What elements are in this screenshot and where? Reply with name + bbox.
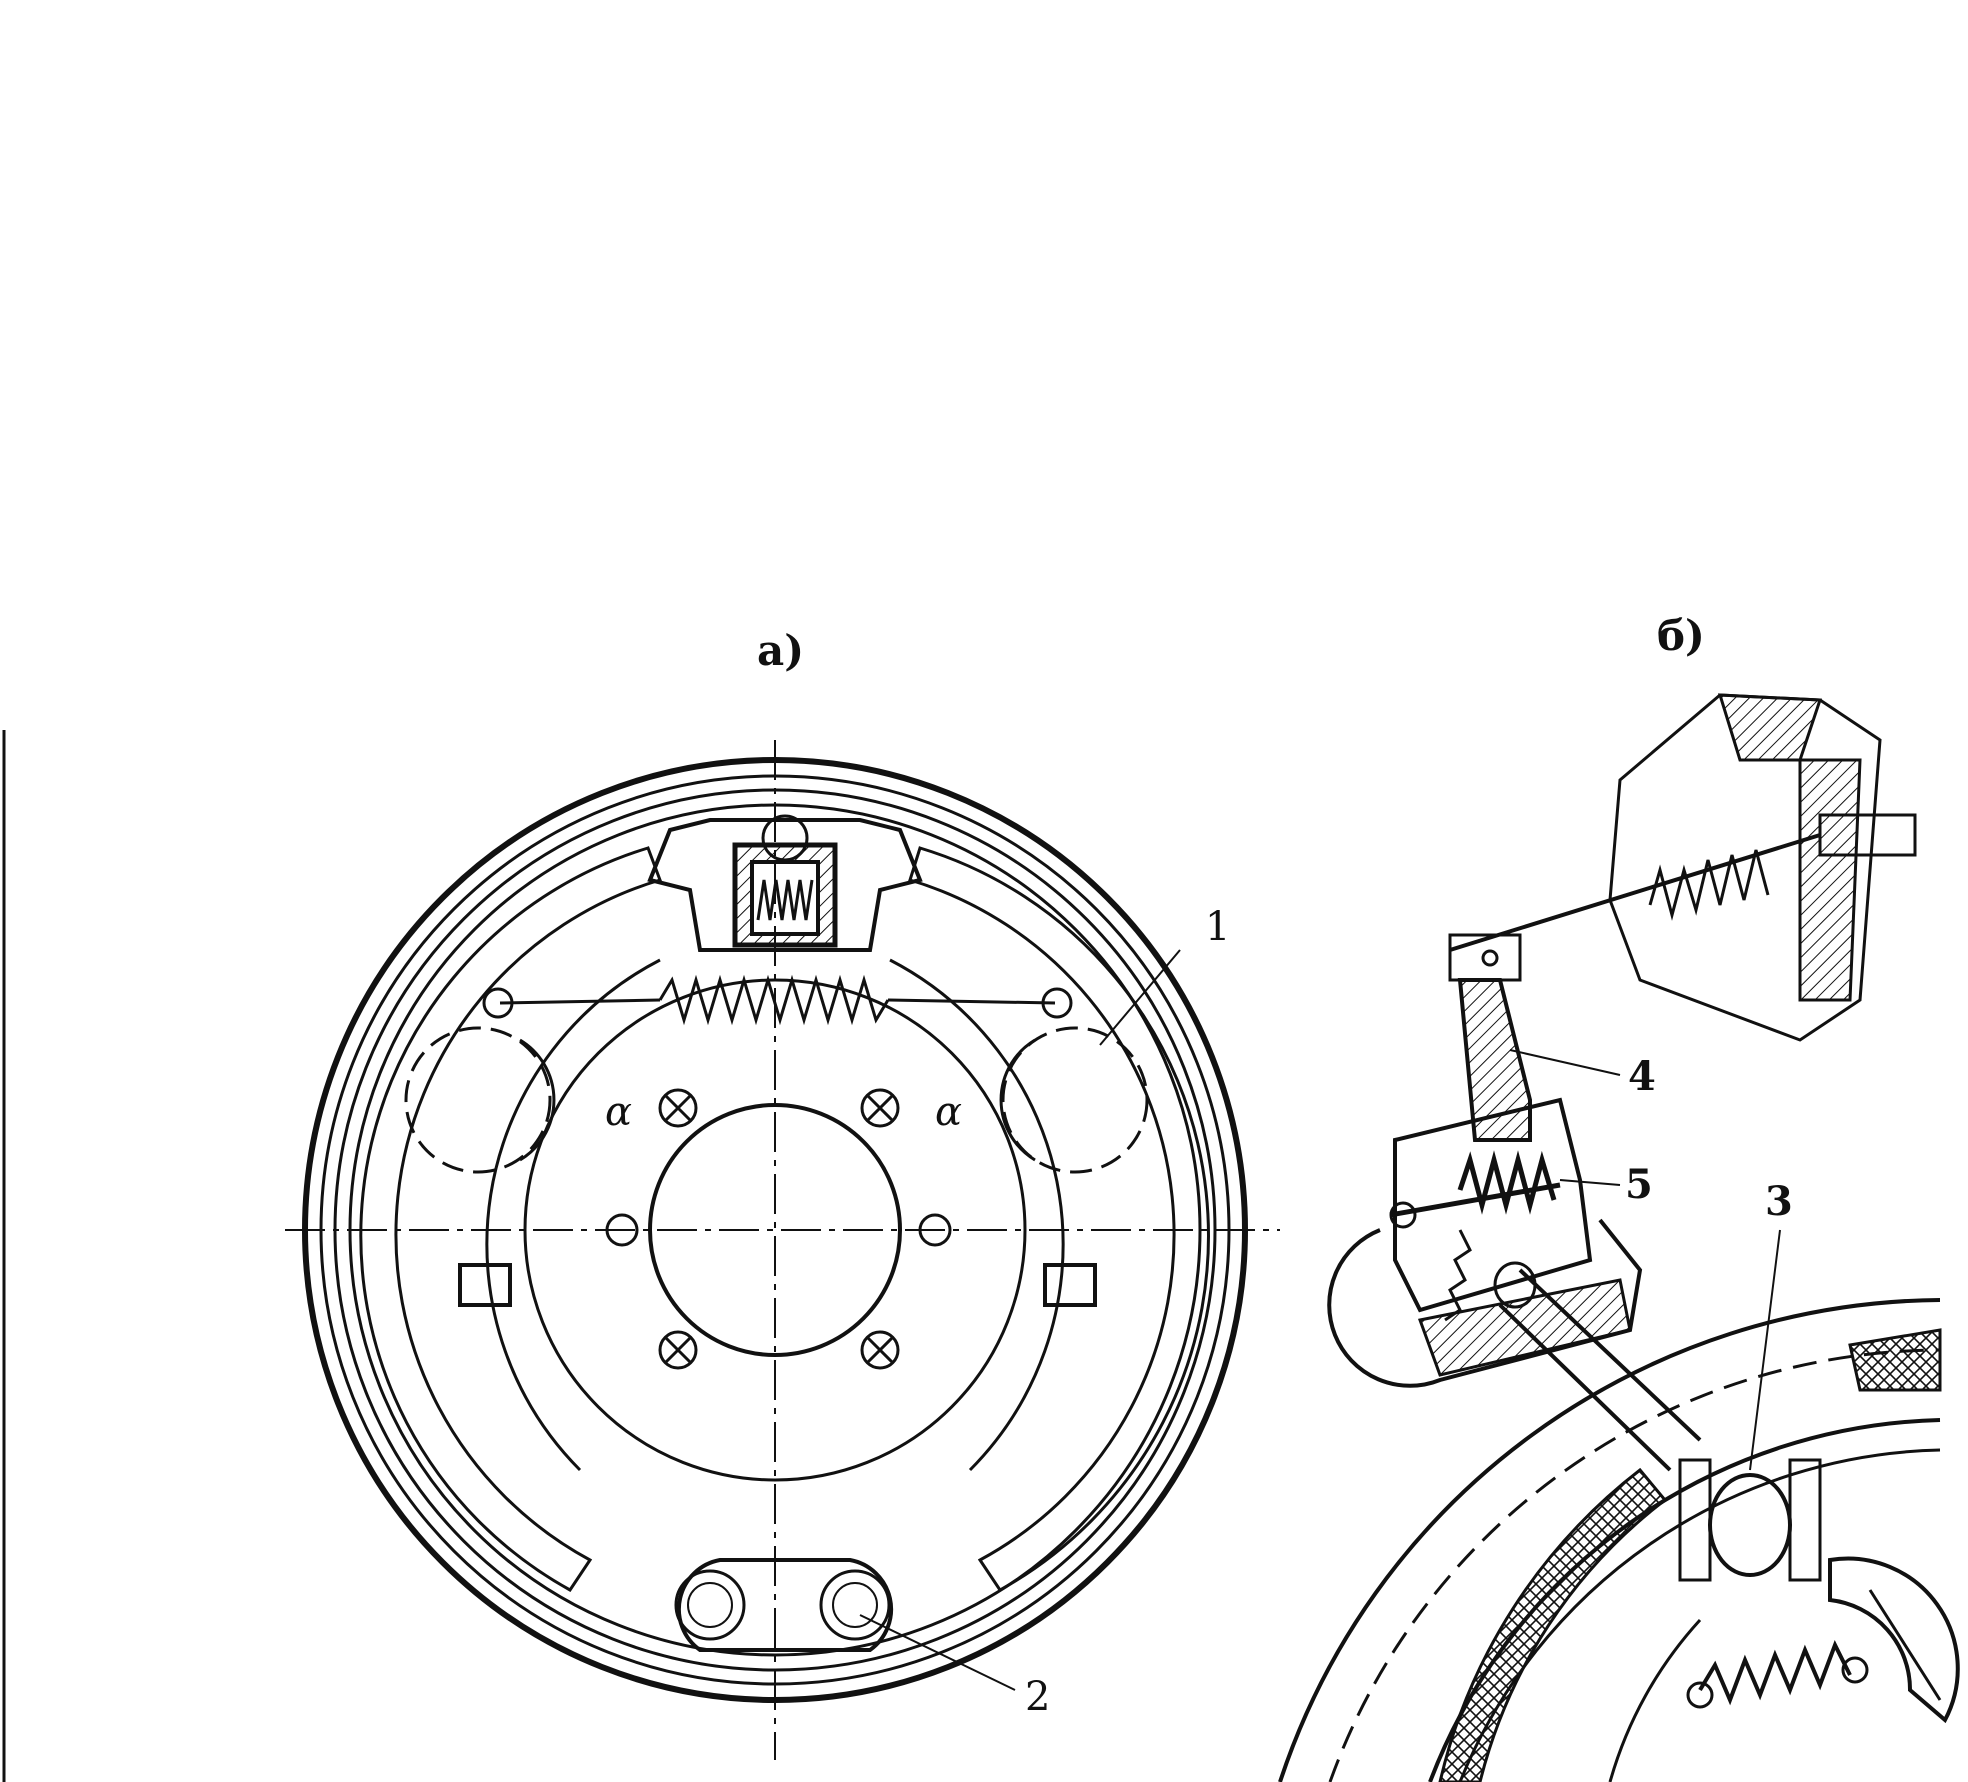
left-brake-shoe [359, 846, 662, 1592]
callout-line-1 [1099, 949, 1181, 1046]
callout-1: 1 [1205, 904, 1230, 950]
cable-rod [1449, 833, 1821, 952]
parking-lever [1457, 978, 1532, 1142]
brake-lining [1438, 1467, 1668, 1782]
adjuster-shaft [1389, 1182, 1561, 1218]
lower-return-spring [1698, 1640, 1852, 1706]
callout-line-5 [1559, 1179, 1621, 1186]
lining-top-segment [1848, 1328, 1942, 1392]
ratchet-housing [1393, 1097, 1593, 1313]
hub-bore [648, 1103, 902, 1357]
left-adjuster-cam [519, 1038, 556, 1162]
spring-pin-right [1041, 987, 1073, 1019]
callout-2: 2 [1025, 1674, 1050, 1720]
left-eccentric-adjuster [404, 1026, 552, 1174]
shaft-end [1493, 1261, 1537, 1309]
callout-line-2 [859, 1614, 1016, 1691]
right-brake-shoe [908, 846, 1210, 1592]
lever-clevis [1448, 933, 1522, 982]
lower-spring-eye-right [1841, 1656, 1869, 1684]
drum-arc-inner [1428, 1418, 1941, 1782]
ratchet-teeth [1444, 1229, 1472, 1322]
spring-pin-left [482, 987, 514, 1019]
anchor-pin-left [674, 1569, 746, 1641]
drum-brake-front-view [285, 740, 1280, 1760]
callout-line-4 [1509, 1049, 1621, 1076]
left-shoe-rib [485, 958, 661, 1472]
anchor-plate [676, 1558, 894, 1652]
cable-spring [1648, 849, 1770, 921]
cylinder-inner-spring [756, 879, 814, 921]
anchor-pin-right [819, 1569, 891, 1641]
wheel-cylinder-housing [647, 818, 923, 952]
parking-brake-cutaway [1278, 693, 1960, 1782]
right-adjuster-cam [999, 1038, 1036, 1162]
expander-block-left [1678, 1458, 1712, 1582]
adjuster-nut [1389, 1201, 1417, 1229]
clevis-pin [1481, 949, 1499, 967]
left-shoe-retainer [458, 1263, 512, 1307]
drive-shaft-bottom [1498, 1303, 1672, 1472]
toothed-sector [1327, 1218, 1643, 1388]
right-eccentric-adjuster [1001, 1026, 1149, 1174]
spring-rod-left [499, 998, 661, 1005]
callout-line-3 [1749, 1229, 1781, 1471]
part-label-a: а) [757, 626, 804, 675]
drum-arc-outer [1278, 1298, 1941, 1782]
part-label-b: б) [1657, 611, 1705, 660]
lower-spring-eye-left [1686, 1681, 1714, 1709]
drive-shaft-top [1518, 1268, 1702, 1442]
callout-4: 4 [1628, 1053, 1656, 1100]
callout-3: 3 [1765, 1178, 1793, 1225]
callout-5: 5 [1625, 1161, 1653, 1208]
angle-mark-right: α [935, 1089, 962, 1135]
cable-bracket-shell [1608, 693, 1882, 1042]
adjuster-screw-spring [1457, 1150, 1557, 1215]
mounting-bolts [605, 1088, 952, 1370]
shoe-hook [1828, 1556, 1960, 1724]
spring-rod-right [887, 998, 1056, 1005]
bleed-valve [761, 814, 809, 862]
shoe-web [1608, 1618, 1702, 1782]
angle-mark-left: α [605, 1089, 632, 1135]
right-shoe-retainer [1043, 1263, 1097, 1307]
right-shoe-rib [889, 958, 1065, 1472]
drum-arc-dashed [1328, 1348, 1941, 1782]
cable-bracket-hatched [1717, 693, 1862, 1002]
expander-block-right [1788, 1458, 1822, 1582]
